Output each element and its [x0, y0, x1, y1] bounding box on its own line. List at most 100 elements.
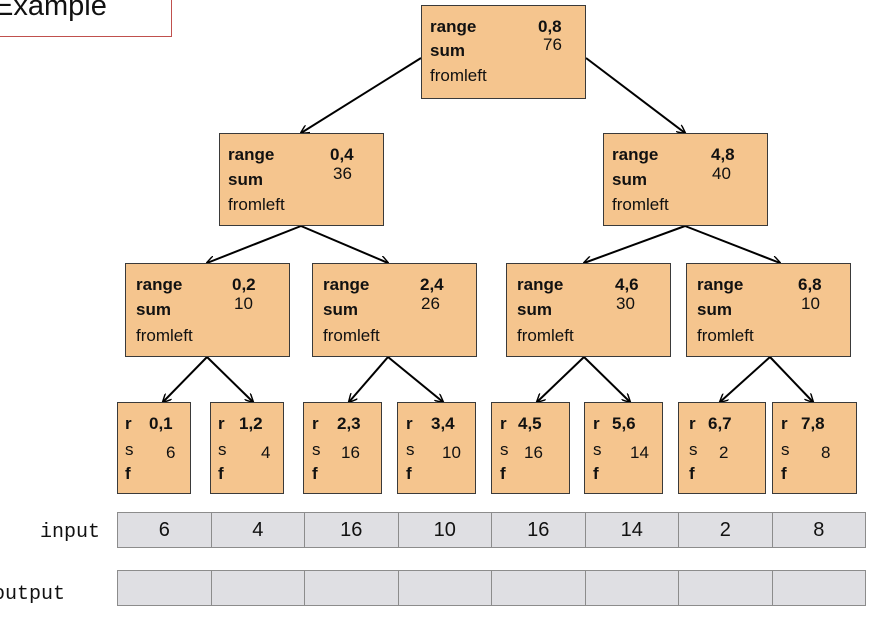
- node-level1: range 0,4 sum 36 fromleft: [219, 133, 384, 226]
- range-value: 2,3: [337, 414, 361, 433]
- range-value: 0,1: [149, 414, 173, 433]
- s-label: s: [218, 440, 227, 459]
- sum-value: 10: [234, 294, 253, 313]
- edge-l2d-left: [720, 356, 771, 402]
- sum-label: sum: [430, 41, 465, 60]
- range-label: range: [136, 275, 183, 294]
- output-array: [117, 570, 866, 606]
- node-leaf: r 4,5 s 16 f: [491, 402, 570, 494]
- sum-value: 2: [719, 443, 729, 462]
- edge-l1a-left: [207, 225, 302, 263]
- sum-label: sum: [323, 300, 358, 319]
- node-level1: range 4,8 sum 40 fromleft: [603, 133, 768, 226]
- s-label: s: [781, 440, 790, 459]
- sum-value: 30: [616, 294, 635, 313]
- input-cell: 14: [586, 513, 679, 547]
- range-label: range: [517, 275, 564, 294]
- node-level2: range 0,2 sum 10 fromleft: [125, 263, 290, 357]
- node-leaf: r 2,3 s 16 f: [303, 402, 382, 494]
- sum-label: sum: [517, 300, 552, 319]
- fromleft-label: fromleft: [430, 66, 487, 85]
- output-cell: [212, 571, 305, 605]
- fromleft-label: fromleft: [517, 326, 574, 345]
- s-label: s: [500, 440, 509, 459]
- sum-value: 6: [166, 443, 176, 462]
- node-leaf: r 7,8 s 8 f: [772, 402, 857, 494]
- node-leaf: r 5,6 s 14 f: [584, 402, 663, 494]
- range-value: 6,8: [798, 275, 822, 294]
- sum-value: 26: [421, 294, 440, 313]
- r-label: r: [500, 414, 507, 433]
- input-cell: 16: [305, 513, 399, 547]
- sum-label: sum: [612, 170, 647, 189]
- sum-label: sum: [136, 300, 171, 319]
- range-value: 6,7: [708, 414, 732, 433]
- edge-l2c-left: [537, 356, 585, 402]
- output-cell: [586, 571, 679, 605]
- node-level2: range 4,6 sum 30 fromleft: [506, 263, 671, 357]
- f-label: f: [781, 464, 787, 483]
- edge-l1a-right: [300, 225, 388, 263]
- sum-value: 36: [333, 164, 352, 183]
- fromleft-label: fromleft: [228, 195, 285, 214]
- edge-l2a-left: [163, 356, 208, 402]
- node-leaf: r 0,1 s 6 f: [117, 402, 191, 494]
- r-label: r: [312, 414, 319, 433]
- node-leaf: r 1,2 s 4 f: [210, 402, 284, 494]
- f-label: f: [125, 464, 131, 483]
- r-label: r: [218, 414, 225, 433]
- sum-value: 14: [630, 443, 649, 462]
- sum-value: 10: [801, 294, 820, 313]
- node-root: range 0,8 sum 76 fromleft: [421, 5, 586, 99]
- sum-label: sum: [228, 170, 263, 189]
- sum-value: 40: [712, 164, 731, 183]
- r-label: r: [593, 414, 600, 433]
- range-value: 7,8: [801, 414, 825, 433]
- edge-l2b-left: [349, 356, 389, 402]
- fromleft-label: fromleft: [136, 326, 193, 345]
- r-label: r: [781, 414, 788, 433]
- sum-value: 16: [524, 443, 543, 462]
- sum-label: sum: [697, 300, 732, 319]
- input-cell: 10: [399, 513, 492, 547]
- output-cell: [679, 571, 773, 605]
- input-cell: 6: [118, 513, 212, 547]
- output-cell: [118, 571, 212, 605]
- s-label: s: [312, 440, 321, 459]
- node-level2: range 2,4 sum 26 fromleft: [312, 263, 477, 357]
- range-value: 3,4: [431, 414, 455, 433]
- sum-value: 10: [442, 443, 461, 462]
- input-cell: 2: [679, 513, 773, 547]
- edge-l2c-right: [583, 356, 630, 402]
- edge-root-left: [301, 57, 422, 133]
- range-value: 4,8: [711, 145, 735, 164]
- edge-l2d-right: [769, 356, 813, 402]
- range-value: 5,6: [612, 414, 636, 433]
- range-value: 1,2: [239, 414, 263, 433]
- node-level2: range 6,8 sum 10 fromleft: [686, 263, 851, 357]
- s-label: s: [125, 440, 134, 459]
- range-value: 2,4: [420, 275, 444, 294]
- diagram-title: Example: [0, 0, 107, 22]
- f-label: f: [500, 464, 506, 483]
- output-cell: [492, 571, 586, 605]
- edge-l1b-right: [684, 225, 780, 263]
- f-label: f: [689, 464, 695, 483]
- f-label: f: [406, 464, 412, 483]
- input-cell: 4: [212, 513, 305, 547]
- fromleft-label: fromleft: [612, 195, 669, 214]
- output-cell: [399, 571, 492, 605]
- range-value: 0,2: [232, 275, 256, 294]
- title-box: Example: [0, 0, 172, 37]
- input-cell: 8: [813, 518, 825, 541]
- edge-l2a-right: [206, 356, 253, 402]
- sum-value: 4: [261, 443, 271, 462]
- range-label: range: [612, 145, 659, 164]
- node-leaf: r 6,7 s 2 f: [678, 402, 766, 494]
- range-label: range: [228, 145, 275, 164]
- input-array: 6 4 16 10 16 14 2 8: [117, 512, 866, 548]
- s-label: s: [406, 440, 415, 459]
- sum-value: 16: [341, 443, 360, 462]
- sum-value: 76: [543, 35, 562, 54]
- range-value: 0,4: [330, 145, 354, 164]
